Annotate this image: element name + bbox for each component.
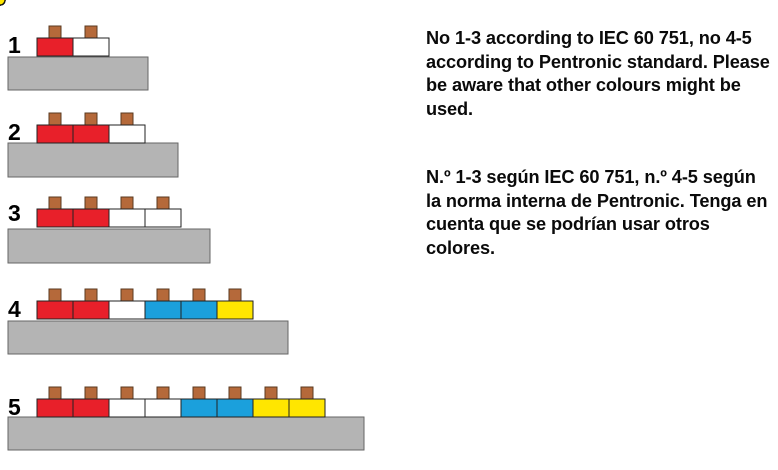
wire-color-block-white [144, 208, 182, 228]
terminal-pin [192, 386, 206, 400]
terminal-pin [84, 196, 98, 210]
wire-color-block-red [72, 300, 110, 320]
terminal-pin [84, 112, 98, 126]
connector-number: 4 [8, 296, 21, 322]
wire-color-block-red [36, 124, 74, 144]
wire-color-block-red [36, 37, 74, 57]
wire-color-block-yellow [288, 398, 326, 418]
wire-color-block-white [108, 398, 146, 418]
terminal-pin [120, 112, 134, 126]
terminal-pin [48, 112, 62, 126]
terminal-dot-yellow [0, 0, 6, 6]
wire-color-block-white [108, 300, 146, 320]
connector-number: 3 [8, 200, 21, 226]
terminal-pin [48, 386, 62, 400]
terminal-pin [156, 288, 170, 302]
wire-color-block-red [36, 300, 74, 320]
wire-color-block-white [144, 398, 182, 418]
terminal-pin [264, 386, 278, 400]
wire-color-block-white [108, 208, 146, 228]
wire-color-block-blue [180, 398, 218, 418]
terminal-pin [48, 25, 62, 39]
terminal-pin [228, 386, 242, 400]
connector-number: 2 [8, 119, 21, 145]
wire-color-block-red [36, 208, 74, 228]
connector-number: 1 [8, 32, 21, 58]
terminal-pin [156, 386, 170, 400]
terminal-pin [120, 386, 134, 400]
connector-base [7, 416, 365, 451]
wire-color-block-red [72, 208, 110, 228]
terminal-pin [156, 196, 170, 210]
terminal-pin [192, 288, 206, 302]
wire-color-block-blue [216, 398, 254, 418]
note-english: No 1-3 according to IEC 60 751, no 4-5 a… [426, 28, 770, 119]
terminal-pin [84, 25, 98, 39]
terminal-pin [84, 288, 98, 302]
connector-base [7, 56, 149, 91]
connector-base [7, 320, 289, 355]
connector-base [7, 228, 211, 264]
wire-color-block-red [36, 398, 74, 418]
wire-color-block-blue [180, 300, 218, 320]
wire-color-block-red [72, 124, 110, 144]
wire-color-block-yellow [216, 300, 254, 320]
terminal-pin [228, 288, 242, 302]
terminal-pin [120, 196, 134, 210]
wire-color-block-yellow [252, 398, 290, 418]
wire-color-block-white [108, 124, 146, 144]
note-spanish: N.º 1-3 según IEC 60 751, n.º 4-5 según … [426, 167, 768, 258]
wire-color-block-red [72, 398, 110, 418]
terminal-pin [48, 196, 62, 210]
wire-color-block-blue [144, 300, 182, 320]
connector-base [7, 142, 179, 178]
terminal-pin [300, 386, 314, 400]
connector-number: 5 [8, 394, 21, 420]
terminal-pin [48, 288, 62, 302]
wire-color-block-white [72, 37, 110, 57]
terminal-pin [120, 288, 134, 302]
terminal-pin [84, 386, 98, 400]
